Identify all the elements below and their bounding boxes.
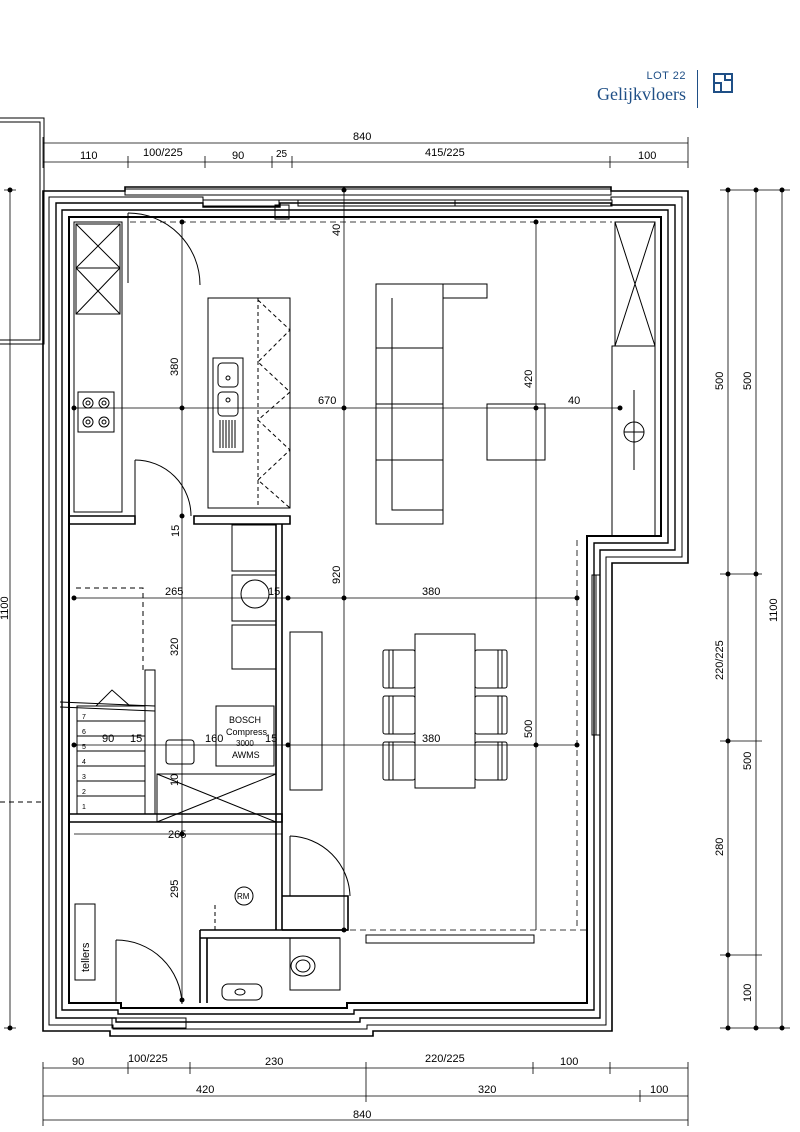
dimension-lines [4,137,790,1126]
dining-table [382,633,508,789]
doors [115,459,351,1005]
dim-in-380: 380 [169,358,181,376]
dim-in-500: 500 [523,720,535,738]
dim-top-110: 110 [80,150,98,162]
dim-in-40b: 40 [568,395,580,407]
dim-left-1100: 1100 [0,596,11,620]
dim-in-15b: 15 [268,586,280,598]
sofa [375,283,546,525]
dim-bottom-total: 840 [353,1109,371,1121]
boiler-label-1: BOSCH [229,715,261,725]
dim-top-100-225: 100/225 [143,147,183,159]
dim-in-90: 90 [102,733,114,745]
step-5: 5 [82,744,86,751]
header-divider [697,70,698,108]
dim-right-100: 100 [742,984,754,1002]
bottom-windows [111,934,535,1029]
step-4: 4 [82,759,86,766]
step-7: 7 [82,714,86,721]
dimension-ticks [7,187,785,1031]
tv-cabinet [611,221,656,537]
dim-right-220-225: 220/225 [714,640,726,680]
dim-in-320: 320 [169,638,181,656]
dim-in-265b: 265 [168,829,186,841]
dim-in-15a: 15 [170,525,182,537]
dim-bottom-420: 420 [196,1084,214,1096]
dim-bottom-220-225: 220/225 [425,1053,465,1065]
dim-in-420: 420 [523,370,535,388]
dim-in-670: 670 [318,395,336,407]
staircase [59,587,156,815]
dim-in-920: 920 [331,566,343,584]
dim-in-295: 295 [169,880,181,898]
right-window [591,574,601,736]
stair-step-numbers: 7 6 5 4 3 2 1 [82,714,86,811]
outer-walls [42,186,689,1037]
dim-in-380b: 380 [422,586,440,598]
dim-right-500b: 500 [742,372,754,390]
step-6: 6 [82,729,86,736]
kitchen-counter [73,221,123,513]
step-1: 1 [82,804,86,811]
dim-right-1100: 1100 [768,598,780,622]
dim-bottom-100b: 100 [650,1084,668,1096]
dim-bottom-100: 100 [560,1056,578,1068]
dim-bottom-230: 230 [265,1056,283,1068]
dim-in-15c: 15 [130,733,142,745]
dim-in-40: 40 [331,224,343,236]
neighbour-structure [0,117,45,803]
dim-right-500a: 500 [714,372,726,390]
dim-in-160: 160 [205,733,223,745]
dim-top-90: 90 [232,150,244,162]
lot-number: LOT 22 [646,70,686,82]
boiler-label-2: Compress [226,727,268,737]
dim-in-265a: 265 [165,586,183,598]
boiler-label-4: AWMS [232,750,260,760]
boiler-label-3: 3000 [236,739,254,748]
tellers-label: tellers [80,942,92,972]
room-labels: BOSCH Compress 3000 AWMS RM tellers [80,715,268,972]
dim-right-500c: 500 [742,752,754,770]
dim-right-280: 280 [714,838,726,856]
interior-walls [68,515,349,1003]
dim-top-415-225: 415/225 [425,147,465,159]
step-2: 2 [82,789,86,796]
floorplan-icon [713,73,733,93]
dim-top-25: 25 [276,149,288,160]
top-windows [124,188,613,220]
dim-bottom-100-225: 100/225 [128,1053,168,1065]
dim-in-10: 10 [169,774,181,786]
dim-bottom-320: 320 [478,1084,496,1096]
door-top-left [127,212,201,286]
dim-top-100: 100 [638,150,656,162]
kitchen-island [207,297,291,509]
rm-label: RM [237,892,250,901]
dim-in-380c: 380 [422,733,440,745]
step-3: 3 [82,774,86,781]
floor-title: Gelijkvloers [597,84,686,104]
dim-in-15d: 15 [265,733,277,745]
dimension-labels: 840 110 100/225 90 25 415/225 100 90 100… [0,131,780,1121]
dim-top-total: 840 [353,131,371,143]
dim-bottom-90: 90 [72,1056,84,1068]
toilet-room [74,886,341,1001]
